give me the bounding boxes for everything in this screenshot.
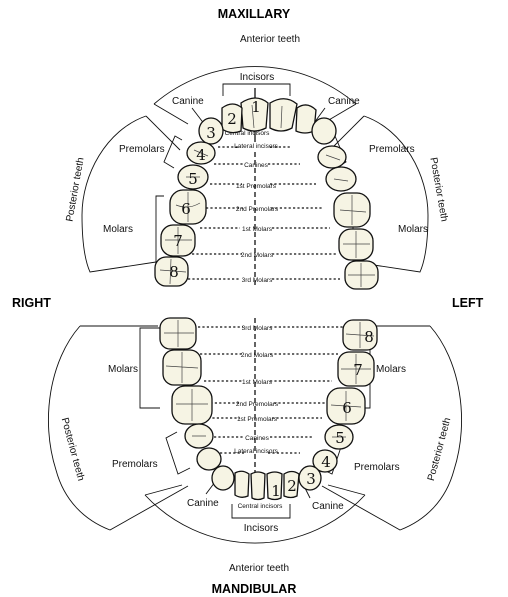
upper-anterior-arc bbox=[153, 66, 357, 105]
lower-molars-right-label: Molars bbox=[108, 364, 138, 375]
upper-anterior-teeth-label: Anterior teeth bbox=[240, 34, 300, 45]
lower-number-7: 7 bbox=[353, 361, 363, 379]
lower-premolars-right-bracket bbox=[165, 431, 191, 475]
upper-number-5: 5 bbox=[188, 170, 198, 188]
upper-posterior-right-arc bbox=[81, 115, 157, 273]
upper-number-3: 3 bbox=[206, 124, 216, 142]
upper-left-second-premolar bbox=[325, 166, 357, 192]
upper-central-incisors-label: Central incisors bbox=[225, 130, 271, 137]
lower-molars-left-label: Molars bbox=[376, 364, 406, 375]
upper-canine-left-leader bbox=[313, 107, 326, 124]
lower-central-incisors-label: Central incisors bbox=[238, 503, 284, 510]
upper-right-central-incisor bbox=[240, 97, 269, 132]
upper-2nd-molars-label: 2nd Molars bbox=[241, 252, 274, 259]
lower-number-5: 5 bbox=[335, 429, 345, 447]
lower-anterior-arc-end-right bbox=[144, 484, 183, 496]
upper-canine-left-label: Canine bbox=[328, 96, 360, 107]
upper-1st-premolars-label: 1st Premolars bbox=[236, 183, 277, 190]
upper-molars-right-label: Molars bbox=[103, 224, 133, 235]
upper-canines-label: Canines bbox=[244, 162, 269, 169]
upper-posterior-right-label: Posterior teeth bbox=[64, 157, 86, 223]
lower-guide-lines bbox=[198, 326, 346, 454]
lower-incisors-label: Incisors bbox=[244, 523, 278, 534]
lower-anterior-arc bbox=[144, 494, 366, 544]
lower-right-canine bbox=[211, 465, 235, 491]
lower-posterior-right-arc bbox=[47, 325, 189, 531]
upper-tooth-numbers: 1 2 3 4 5 6 7 8 bbox=[169, 98, 261, 281]
lower-left-central-incisor bbox=[266, 471, 283, 501]
lower-premolars-left-label: Premolars bbox=[354, 462, 400, 473]
lower-number-2: 2 bbox=[287, 477, 297, 495]
lower-3rd-molars-label: 3rd Molars bbox=[242, 325, 273, 332]
right-side-label: RIGHT bbox=[12, 296, 51, 310]
upper-right-canine bbox=[198, 117, 224, 145]
lower-1st-molars-label: 1st Molars bbox=[242, 379, 273, 386]
lower-posterior-right-label: Posterior teeth bbox=[59, 417, 86, 483]
lower-1st-premolars-label: 1st Premolars bbox=[237, 416, 278, 423]
upper-number-8: 8 bbox=[169, 263, 179, 281]
lower-right-lateral-incisor bbox=[234, 470, 250, 498]
lower-number-1: 1 bbox=[271, 482, 281, 500]
upper-molars-left-label: Molars bbox=[398, 224, 428, 235]
left-side-label: LEFT bbox=[452, 296, 484, 310]
upper-number-4: 4 bbox=[196, 146, 206, 164]
lower-lateral-incisors-label: Lateral incisors bbox=[234, 448, 278, 455]
upper-number-7: 7 bbox=[173, 232, 183, 250]
lower-tooth-numbers: 1 2 3 4 5 6 7 8 bbox=[271, 328, 374, 500]
lower-incisors-bracket bbox=[231, 504, 291, 519]
upper-left-central-incisor bbox=[269, 98, 298, 132]
upper-1st-molars-label: 1st Molars bbox=[242, 226, 273, 233]
upper-posterior-left-top bbox=[329, 115, 365, 151]
lower-canines-label: Canines bbox=[245, 435, 270, 442]
lower-2nd-molars-label: 2nd Molars bbox=[241, 352, 274, 359]
upper-guide-lines bbox=[188, 146, 340, 280]
upper-number-1: 1 bbox=[251, 98, 261, 116]
lower-anterior-teeth-label: Anterior teeth bbox=[229, 563, 289, 574]
lower-number-3: 3 bbox=[306, 470, 316, 488]
maxillary-title: MAXILLARY bbox=[218, 7, 291, 21]
upper-right-third-molar bbox=[154, 256, 189, 287]
lower-number-6: 6 bbox=[342, 399, 352, 417]
lower-canine-right-label: Canine bbox=[187, 498, 219, 509]
lower-left-first-premolar bbox=[312, 449, 338, 473]
upper-incisors-bracket bbox=[222, 83, 291, 96]
upper-premolars-right-bracket bbox=[163, 135, 183, 169]
lower-number-8: 8 bbox=[364, 328, 374, 346]
upper-number-6: 6 bbox=[181, 200, 191, 218]
upper-premolars-left-label: Premolars bbox=[369, 144, 415, 155]
lower-canine-left-label: Canine bbox=[312, 501, 344, 512]
upper-posterior-left-arc bbox=[353, 115, 429, 273]
lower-premolars-right-label: Premolars bbox=[112, 459, 158, 470]
upper-posterior-left-label: Posterior teeth bbox=[427, 157, 449, 223]
lower-teeth bbox=[159, 317, 378, 501]
upper-incisors-label: Incisors bbox=[240, 72, 274, 83]
upper-left-canine bbox=[311, 117, 337, 145]
lower-right-first-premolar bbox=[196, 447, 222, 471]
upper-2nd-premolars-label: 2nd Premolars bbox=[236, 206, 279, 213]
lower-2nd-premolars-label: 2nd Premolars bbox=[236, 401, 279, 408]
lower-left-lateral-incisor bbox=[283, 470, 300, 499]
mandibular-title: MANDIBULAR bbox=[212, 582, 297, 596]
lower-posterior-left-arc bbox=[321, 325, 463, 531]
upper-anterior-arc-end-right bbox=[153, 103, 189, 125]
lower-right-central-incisor bbox=[250, 471, 266, 501]
upper-right-lateral-incisor bbox=[221, 103, 243, 134]
upper-lateral-incisors-label: Lateral incisors bbox=[234, 143, 278, 150]
lower-anterior-arc-end-left bbox=[327, 484, 366, 496]
upper-number-2: 2 bbox=[227, 110, 237, 128]
upper-canine-right-label: Canine bbox=[172, 96, 204, 107]
upper-teeth bbox=[154, 97, 379, 290]
lower-molars-right-bracket bbox=[139, 327, 160, 409]
upper-3rd-molars-label: 3rd Molars bbox=[242, 277, 273, 284]
upper-posterior-right-top bbox=[145, 115, 181, 151]
lower-posterior-left-label: Posterior teeth bbox=[426, 417, 453, 483]
lower-number-4: 4 bbox=[321, 453, 331, 471]
upper-premolars-right-label: Premolars bbox=[119, 144, 165, 155]
